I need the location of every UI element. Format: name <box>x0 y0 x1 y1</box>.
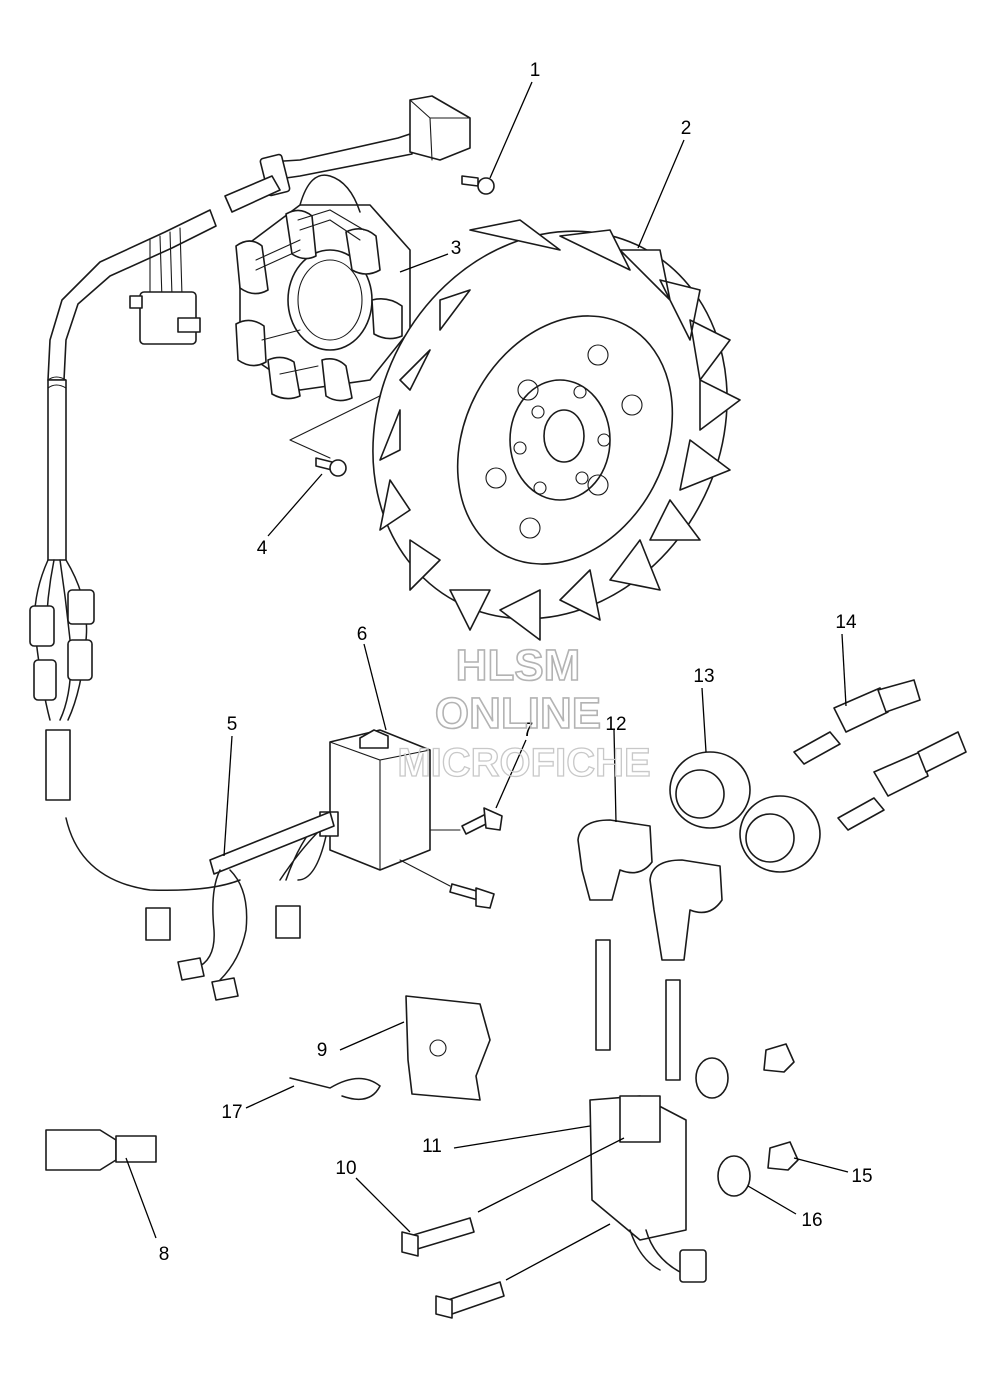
stator-wiring-harness <box>29 95 471 892</box>
watermark-line-1: HLSM <box>456 641 581 690</box>
bolt-7-upper <box>461 807 503 835</box>
clamp-9 <box>405 995 491 1101</box>
flywheel <box>372 219 741 641</box>
voltage-regulator <box>145 729 431 1001</box>
callout-15: 15 <box>851 1166 872 1187</box>
callout-12: 12 <box>605 714 626 735</box>
leader-lines <box>125 81 849 1281</box>
bolt-lower <box>435 1281 505 1319</box>
connector-8 <box>45 1129 157 1171</box>
callout-16: 16 <box>801 1210 822 1231</box>
callout-1: 1 <box>530 60 541 81</box>
callout-8: 8 <box>159 1244 170 1265</box>
spark-plug-caps <box>577 819 723 1081</box>
watermark: HLSM ONLINE MICROFICHE <box>397 640 652 785</box>
stator <box>235 174 411 402</box>
callout-4: 4 <box>257 538 268 559</box>
ignition-coil <box>589 1095 707 1283</box>
callout-13: 13 <box>693 666 714 687</box>
screw-4 <box>315 457 347 477</box>
cable-tie-17 <box>289 1077 381 1101</box>
watermark-line-3: MICROFICHE <box>397 741 650 785</box>
callout-14: 14 <box>835 612 857 633</box>
washers-15-16 <box>695 1043 799 1197</box>
screw-1 <box>461 175 495 195</box>
callout-5: 5 <box>227 714 238 735</box>
callout-3: 3 <box>451 238 462 259</box>
spark-plugs <box>793 679 967 831</box>
watermark-line-2: ONLINE <box>435 689 601 738</box>
rubber-grommets <box>669 751 821 873</box>
callout-10: 10 <box>335 1158 356 1179</box>
callout-7: 7 <box>523 720 534 741</box>
bolt-7-lower <box>449 883 495 909</box>
callout-9: 9 <box>317 1040 328 1061</box>
callout-17: 17 <box>221 1102 242 1123</box>
bolt-10 <box>401 1217 475 1257</box>
callout-numbers: 1 2 3 4 5 6 7 8 9 10 11 12 13 14 15 16 1… <box>159 60 873 1265</box>
callout-11: 11 <box>422 1136 442 1157</box>
callout-6: 6 <box>357 624 368 645</box>
callout-2: 2 <box>681 118 692 139</box>
